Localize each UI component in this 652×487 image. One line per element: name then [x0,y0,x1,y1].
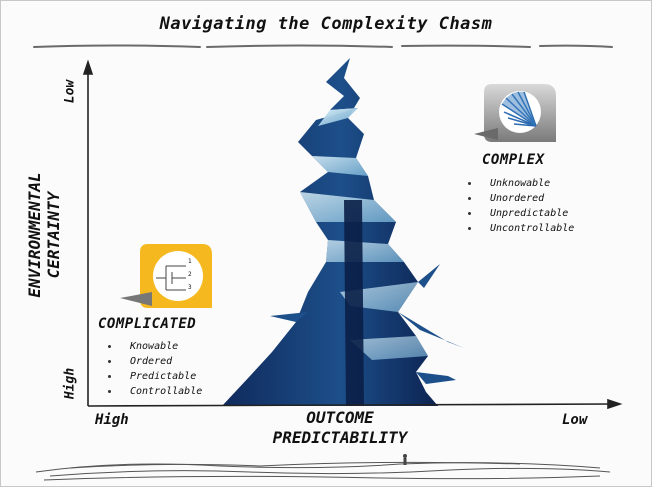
tree-label-3: 3 [188,284,192,291]
y-axis-bottom-label: High [62,367,78,400]
list-item: Knowable [102,339,202,354]
list-item: Unordered [462,191,574,206]
x-axis-right-label: Low [562,412,588,428]
list-item: Uncontrollable [462,221,574,236]
x-axis-left-label: High [95,412,129,428]
tree-label-1: 1 [188,258,192,265]
list-item: Ordered [102,354,202,369]
x-axis-line [87,403,613,407]
ground-sketch [35,461,611,481]
x-axis-arrow [607,398,623,410]
person-figure [403,454,407,465]
chasm-crack [222,58,464,406]
complicated-heading: COMPLICATED [98,316,197,332]
fan-diagram-icon [474,84,556,142]
axes [82,59,623,410]
y-axis-label-line1: ENVIRONMENTAL [25,172,44,298]
list-item: Controllable [102,384,202,399]
x-axis-label-line2: PREDICTABILITY [272,428,408,447]
x-axis-label: OUTCOME PREDICTABILITY [240,408,440,448]
y-axis-label-line2: CERTAINTY [44,191,63,279]
title-underline [33,44,613,48]
list-item: Predictable [102,369,202,384]
complex-list: Unknowable Unordered Unpredictable Uncon… [462,176,574,236]
complex-heading: COMPLEX [482,152,545,168]
x-axis-label-line1: OUTCOME [306,408,374,427]
tree-label-2: 2 [188,271,192,278]
list-item: Unpredictable [462,206,574,221]
y-axis-arrow [82,59,94,75]
tree-diagram-icon [120,244,212,308]
list-item: Unknowable [462,176,574,191]
y-axis-label: ENVIRONMENTAL CERTAINTY [25,135,65,335]
y-axis-top-label: Low [62,79,78,104]
complicated-list: Knowable Ordered Predictable Controllabl… [102,339,202,399]
slide-title: Navigating the Complexity Chasm [159,14,493,34]
